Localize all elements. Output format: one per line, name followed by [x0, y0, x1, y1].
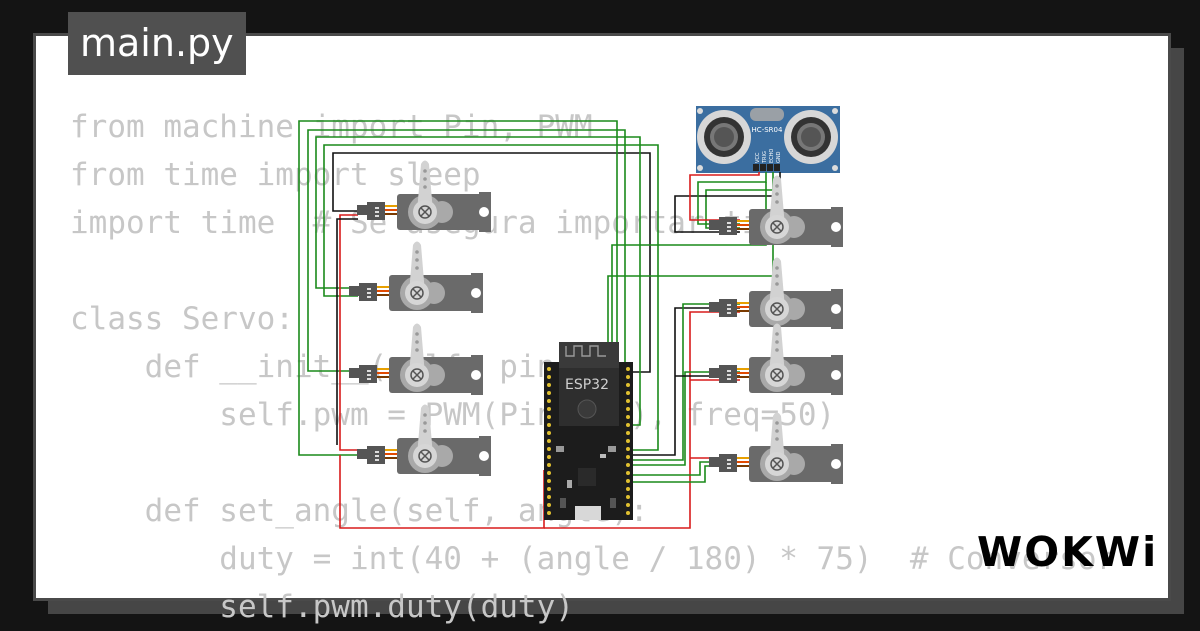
file-title: main.py: [68, 12, 246, 75]
servo-motor[interactable]: [708, 256, 844, 330]
code-line: from time import sleep: [70, 157, 481, 193]
sensor-pin-label: TRIG: [762, 151, 768, 164]
esp32-board[interactable]: ESP32: [544, 342, 633, 520]
project-card[interactable]: from machine import Pin, PWM from time im…: [33, 33, 1171, 625]
servo-motor[interactable]: [348, 240, 484, 314]
wiring: [298, 120, 781, 529]
servo-motor[interactable]: [708, 411, 844, 485]
code-line: self.pwm = PWM(Pin(pin), freq=50): [70, 397, 836, 433]
code-line: from machine import Pin, PWM: [70, 109, 593, 145]
servo-motor[interactable]: [708, 174, 844, 248]
code-line: class Servo:: [70, 301, 294, 337]
servo-motor[interactable]: [708, 322, 844, 396]
pin-header-left: [547, 367, 551, 515]
ultrasonic-sensor[interactable]: HC-SR04 VCC TRIG ECHO GND: [696, 106, 840, 173]
board-label: ESP32: [565, 377, 609, 393]
sensor-label: HC-SR04: [752, 126, 783, 134]
code-line: self.pwm.duty(duty): [70, 589, 574, 625]
sensor-pin-label: GND: [776, 151, 782, 163]
pin-header-right: [626, 367, 630, 515]
code-line: import time # Se asegura importar time: [70, 205, 798, 241]
code-preview: from machine import Pin, PWM from time im…: [70, 103, 1115, 631]
servo-motor[interactable]: [348, 322, 484, 396]
servo-motor[interactable]: [356, 159, 492, 233]
servo-motor[interactable]: [356, 403, 492, 477]
sensor-pin-label: ECHO: [769, 149, 775, 163]
code-line: duty = int(40 + (angle / 180) * 75) # Co…: [70, 541, 1116, 577]
sensor-pin-label: VCC: [755, 152, 761, 163]
wokwi-logo: WOKWi: [977, 528, 1159, 576]
